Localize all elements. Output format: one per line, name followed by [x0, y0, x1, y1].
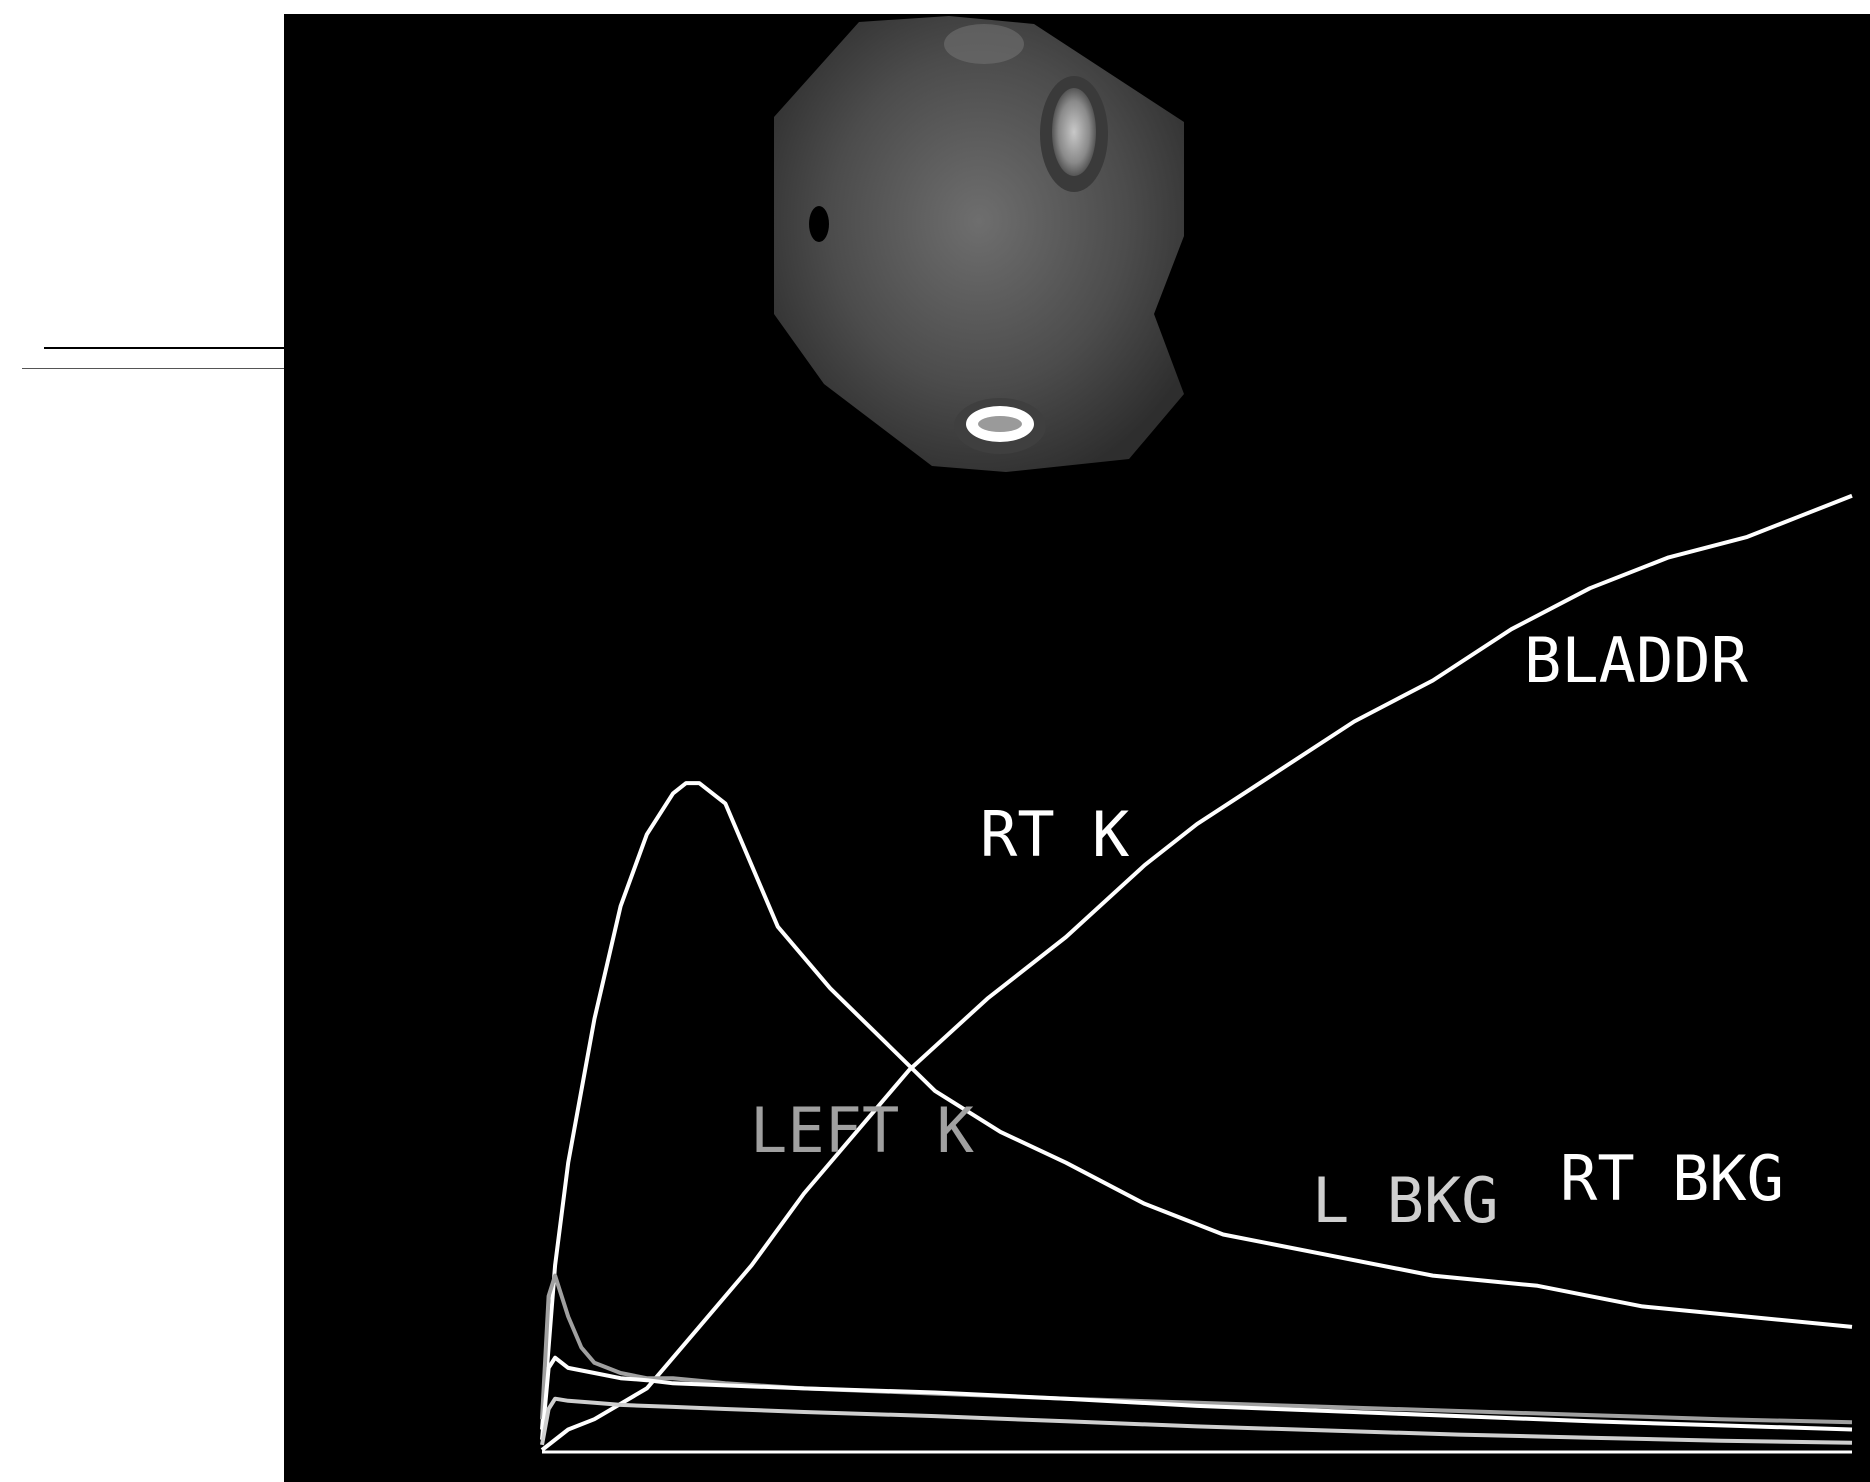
left-rule-line — [44, 347, 284, 349]
series-line-bladdr — [540, 493, 1853, 1452]
left-rule-line-thin — [22, 368, 284, 369]
renogram-chart: BLADDR RT K LEFT K RT BKG L BKG — [540, 16, 1853, 1454]
scan-panel: BLADDR RT K LEFT K RT BKG L BKG — [284, 14, 1870, 1482]
label-layer: BLADDR RT K LEFT K RT BKG L BKG — [750, 624, 1784, 1237]
liver-shadow — [944, 24, 1024, 64]
label-l-bkg: L BKG — [1312, 1164, 1499, 1237]
dark-spot — [809, 206, 829, 242]
label-bladdr: BLADDR — [1524, 624, 1749, 697]
series-line-rt-k — [540, 781, 1853, 1430]
series-line-left-k — [540, 1273, 1853, 1425]
right-kidney-image — [1052, 88, 1096, 176]
series-line-l-bkg — [540, 1396, 1853, 1446]
series-layer — [540, 493, 1853, 1454]
label-rt-k: RT K — [980, 798, 1130, 871]
scan-image — [774, 16, 1184, 472]
label-rt-bkg: RT BKG — [1560, 1142, 1784, 1215]
series-line-rt-bkg — [540, 1355, 1853, 1440]
label-left-k: LEFT K — [750, 1094, 975, 1167]
bladder-core — [978, 416, 1022, 432]
